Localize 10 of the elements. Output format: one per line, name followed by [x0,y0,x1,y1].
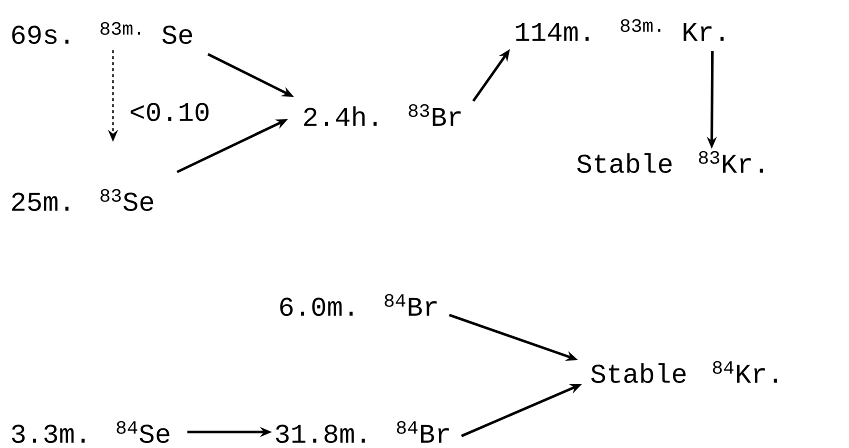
nuclide-label: 6.0m. $^{84}$Br [280,294,437,316]
nuclide-label: 3.3m. $^{84}$Se [12,421,170,443]
nuclide-label: 25m. $^{83}$Se [12,189,154,211]
edge-label: <0.10 [130,102,209,122]
nuclide-label: 31.8m. $^{84}$Br [276,421,449,443]
nuclide-label: 69s. $^{83m.}$ Se [12,22,192,44]
nuclide-label: Stable $^{83}$Kr. [577,151,763,173]
nuclide-label: 2.4h. $^{83}$Br [304,104,461,126]
nuclide-label: 114m. $^{83m.}$ Kr. [516,19,724,41]
nuclide-label: Stable $^{84}$Kr. [591,361,777,383]
